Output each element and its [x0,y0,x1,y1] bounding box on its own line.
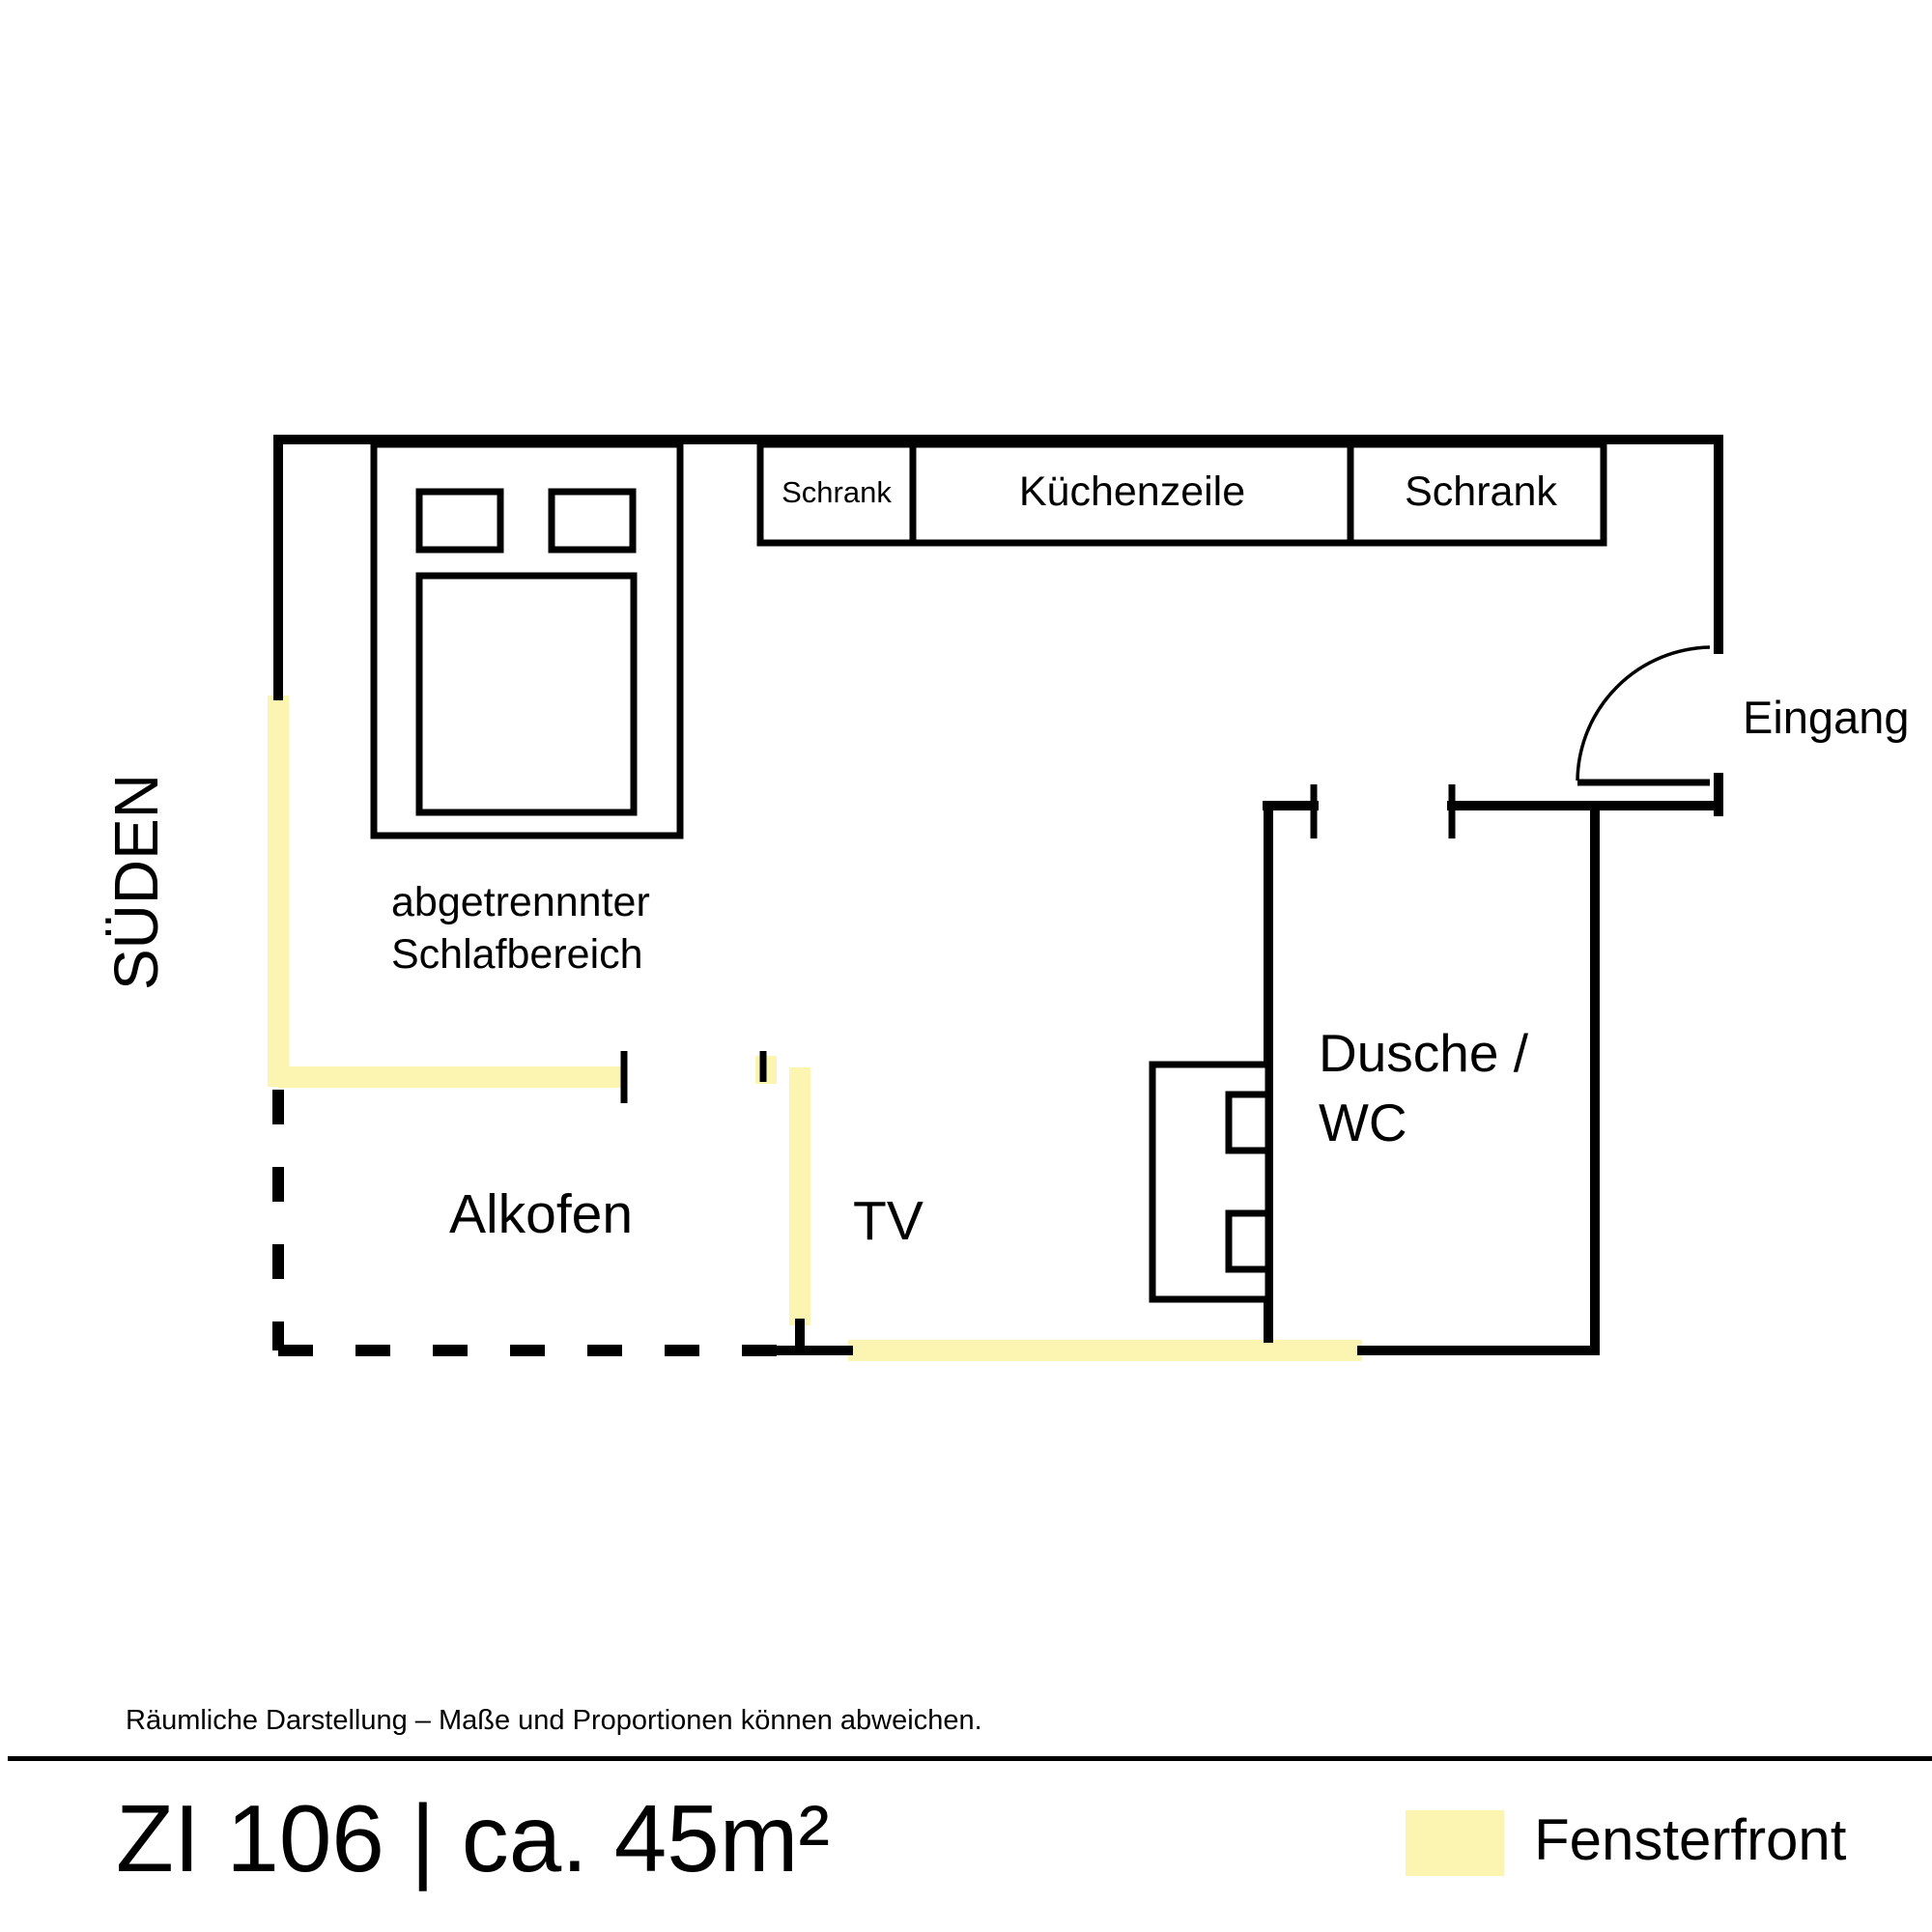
disclaimer-note: Räumliche Darstellung – Maße und Proport… [126,1705,982,1736]
bathroom-label-line2: WC [1319,1093,1407,1152]
footer-divider [8,1756,1932,1761]
alcove-boundary [272,1090,778,1356]
kitchen-row-frame [756,440,1607,547]
tv-label: TV [853,1190,923,1252]
kitchen-label: Küchenzeile [1019,469,1245,515]
sink-basin-2 [1225,1209,1272,1273]
entrance-door [1576,645,1711,786]
legend-label: Fensterfront [1534,1807,1847,1872]
door-swing-arc [1576,645,1711,781]
sink-unit [1149,1061,1272,1303]
bathroom-label-line1: Dusche / [1319,1023,1529,1083]
sleeping-label-line1: abgetrennnter [391,879,650,925]
wall-west-upper [273,435,1723,700]
sink-basin-1 [1225,1091,1272,1154]
entrance-label: Eingang [1743,692,1910,743]
kitchen-row [756,440,1607,547]
schrank-right-label: Schrank [1405,469,1557,515]
mattress [415,572,638,816]
legend-window-swatch [1406,1810,1504,1876]
pillow-left [415,488,504,554]
unit-title: ZI 106 | ca. 45m² [116,1785,830,1891]
bed [370,440,684,839]
alcove-label: Alkofen [449,1183,633,1245]
sleeping-label-line2: Schlafbereich [391,931,643,978]
schrank-left-label: Schrank [781,475,892,509]
orientation-label: SÜDEN [101,774,171,990]
pillow-right [548,488,637,554]
window-fronts [268,696,1362,1361]
wall-bath-east [1357,805,1600,1355]
